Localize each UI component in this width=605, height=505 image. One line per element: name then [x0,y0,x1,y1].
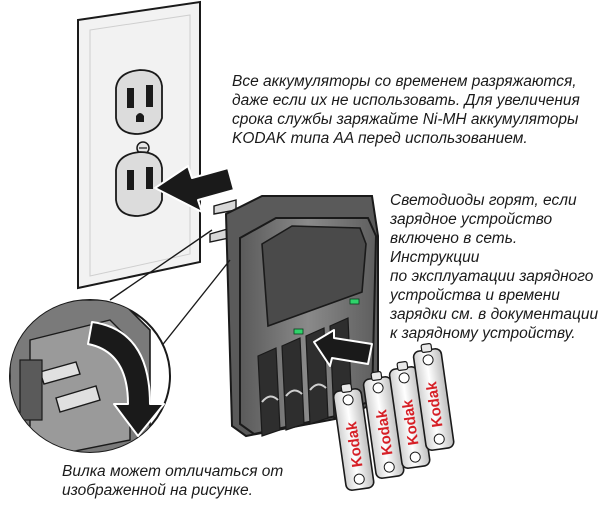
battery-brand-label: Kodak [423,380,446,428]
caption-led-info: Светодиоды горят, если зарядное устройст… [390,192,599,342]
socket-lower [115,151,163,217]
fold-arrow [87,321,165,437]
aa-battery-1: Kodak [332,383,375,491]
insert-arrow [154,165,235,213]
caption-plug-note: Вилка может отличаться от изображенной н… [62,463,284,499]
led-indicator-2 [349,298,360,305]
battery-brand-label: Kodak [373,408,396,456]
caption-battery-discharge: Все аккумуляторы со временем разряжаются… [232,73,580,147]
battery-brand-label: Kodak [399,398,422,446]
led-indicator-1 [293,328,304,335]
aa-battery-4: Kodak [412,343,455,451]
socket-upper [115,69,163,135]
battery-brand-label: Kodak [343,420,366,468]
charger-top-panel [261,225,367,328]
battery-insert-arrow [313,329,373,367]
plug-detail-inset [9,229,231,453]
battery-charger [209,195,379,438]
aa-batteries: Kodak Kodak Kodak Kodak [332,343,455,491]
wall-outlet [77,0,201,290]
